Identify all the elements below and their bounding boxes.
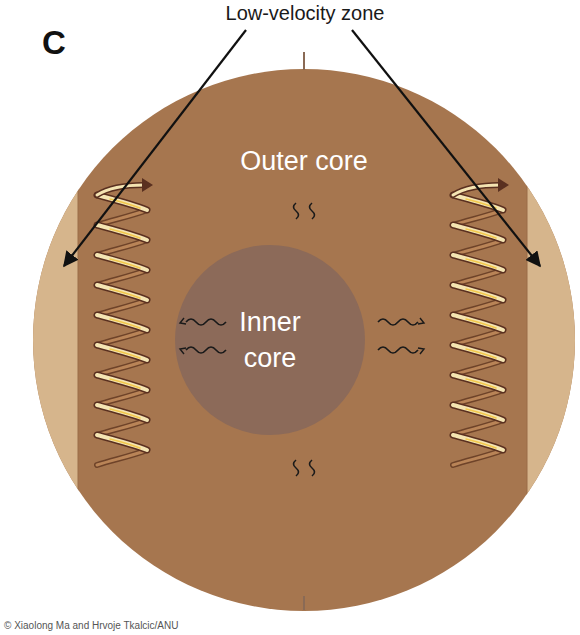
helix-end (453, 185, 500, 195)
wave-arrowhead (418, 348, 424, 354)
helix-arrowhead (142, 178, 153, 192)
callout-label: Low-velocity zone (190, 2, 420, 25)
helix-turn (453, 285, 503, 315)
helix-turn (97, 315, 147, 345)
leader-arrow (352, 30, 540, 266)
wave-arrowhead (180, 318, 186, 324)
helix-turn (453, 225, 503, 255)
tangent-cylinder-line (527, 69, 528, 611)
wave-arrowhead (180, 348, 186, 354)
rotation-axis-tick (303, 596, 305, 610)
convection-helix (453, 178, 509, 465)
helix-turn (97, 345, 147, 375)
outer-core-fill (33, 69, 575, 611)
wave-symbol (310, 460, 315, 476)
inner-core-circle-shape (175, 245, 365, 435)
low-velocity-zones (33, 69, 575, 611)
helix-turn (453, 315, 503, 345)
low-velocity-zone (527, 69, 575, 611)
low-velocity-zone (33, 69, 78, 611)
wave-arrowhead (418, 318, 424, 324)
helix-turn (97, 435, 147, 465)
wave-symbol (294, 460, 299, 476)
helix-turn (453, 375, 503, 405)
wave-symbol (378, 319, 418, 325)
helix-turn (97, 405, 147, 435)
panel-letter: C (42, 24, 82, 62)
inner-core-fill (175, 245, 365, 435)
region-label: Outer core (33, 143, 575, 179)
helix-turn (453, 195, 503, 225)
helix-turn (453, 255, 503, 285)
helix-end (453, 185, 500, 195)
helix-end (97, 185, 144, 195)
helix-turn (97, 255, 147, 285)
rotation-axis-tick (303, 52, 305, 70)
copyright-note: © Xiaolong Ma and Hrvoje Tkalcic/ANU (4, 620, 304, 631)
outer-core-region: Outer coreInner core (33, 69, 575, 611)
helix-end (97, 185, 144, 195)
helix-turn (453, 345, 503, 375)
helix-turn (97, 375, 147, 405)
convection-helix (97, 178, 153, 465)
wave-symbol (378, 347, 418, 353)
helix-arrowhead (498, 178, 509, 192)
wave-symbol (186, 319, 226, 325)
helix-turn (97, 225, 147, 255)
helix-turn (453, 405, 503, 435)
leader-arrow (64, 30, 246, 266)
inner-core-circle: Inner core (175, 245, 365, 435)
helix-turn (97, 285, 147, 315)
tangent-cylinder-line (78, 69, 79, 611)
helix-turn (97, 195, 147, 225)
wave-symbol (186, 347, 226, 353)
wave-symbol (310, 203, 315, 219)
wave-symbol (294, 203, 299, 219)
region-label: Inner core (215, 304, 325, 377)
helix-turn (453, 435, 503, 465)
